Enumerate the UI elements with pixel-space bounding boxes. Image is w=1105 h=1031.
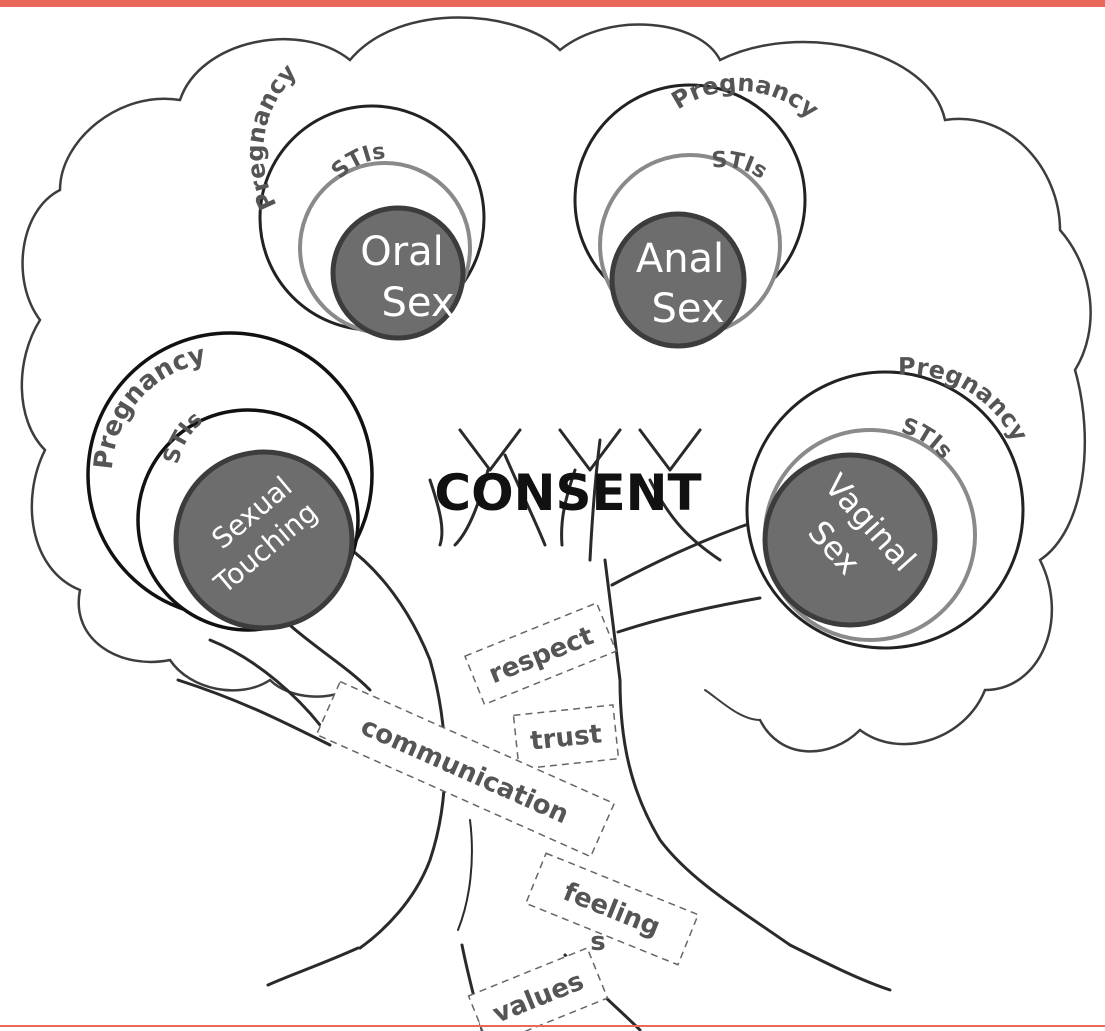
tag-respect: respect — [464, 602, 618, 706]
vaginal-sex-core — [762, 452, 938, 628]
anal-sex-label-line1: Anal — [636, 236, 724, 282]
anal-sex-cluster: Pregnancy STIs Anal Sex — [573, 69, 824, 349]
anal-sex-core — [609, 211, 747, 349]
tag-values-frame — [467, 947, 609, 1031]
tag-communication: communication — [315, 680, 616, 858]
anal-sex-label-line2: Sex — [652, 286, 725, 332]
tag-trust: trust — [512, 704, 620, 770]
bottom-accent-rule — [0, 1025, 1105, 1027]
oral-sex-cluster: Pregnancy STIs Oral Sex — [241, 58, 486, 341]
tag-feelings: feeling — [524, 852, 700, 966]
tag-trust-label: trust — [529, 719, 603, 756]
tag-respect-frame — [464, 602, 618, 706]
tag-feelings-frame — [524, 852, 700, 966]
sexual-touching-core — [173, 449, 355, 631]
vaginal-sex-cluster: Pregnancy STIs Vaginal Sex — [745, 353, 1034, 650]
tag-values: values — [467, 947, 609, 1031]
top-accent-rule — [0, 0, 1105, 7]
tag-trust-frame — [512, 704, 620, 770]
oral-sex-label-line1: Oral — [360, 229, 444, 275]
sexual-touching-cluster: Pregnancy STIs Sexual Touching — [86, 331, 374, 632]
consent-label: CONSENT — [434, 464, 701, 522]
oral-sex-core — [330, 205, 466, 341]
tree-canopy — [20, 16, 1092, 753]
oral-sex-label-line2: Sex — [382, 280, 455, 326]
tag-communication-frame — [315, 680, 616, 858]
tag-feelings-overflow: s — [590, 927, 605, 957]
